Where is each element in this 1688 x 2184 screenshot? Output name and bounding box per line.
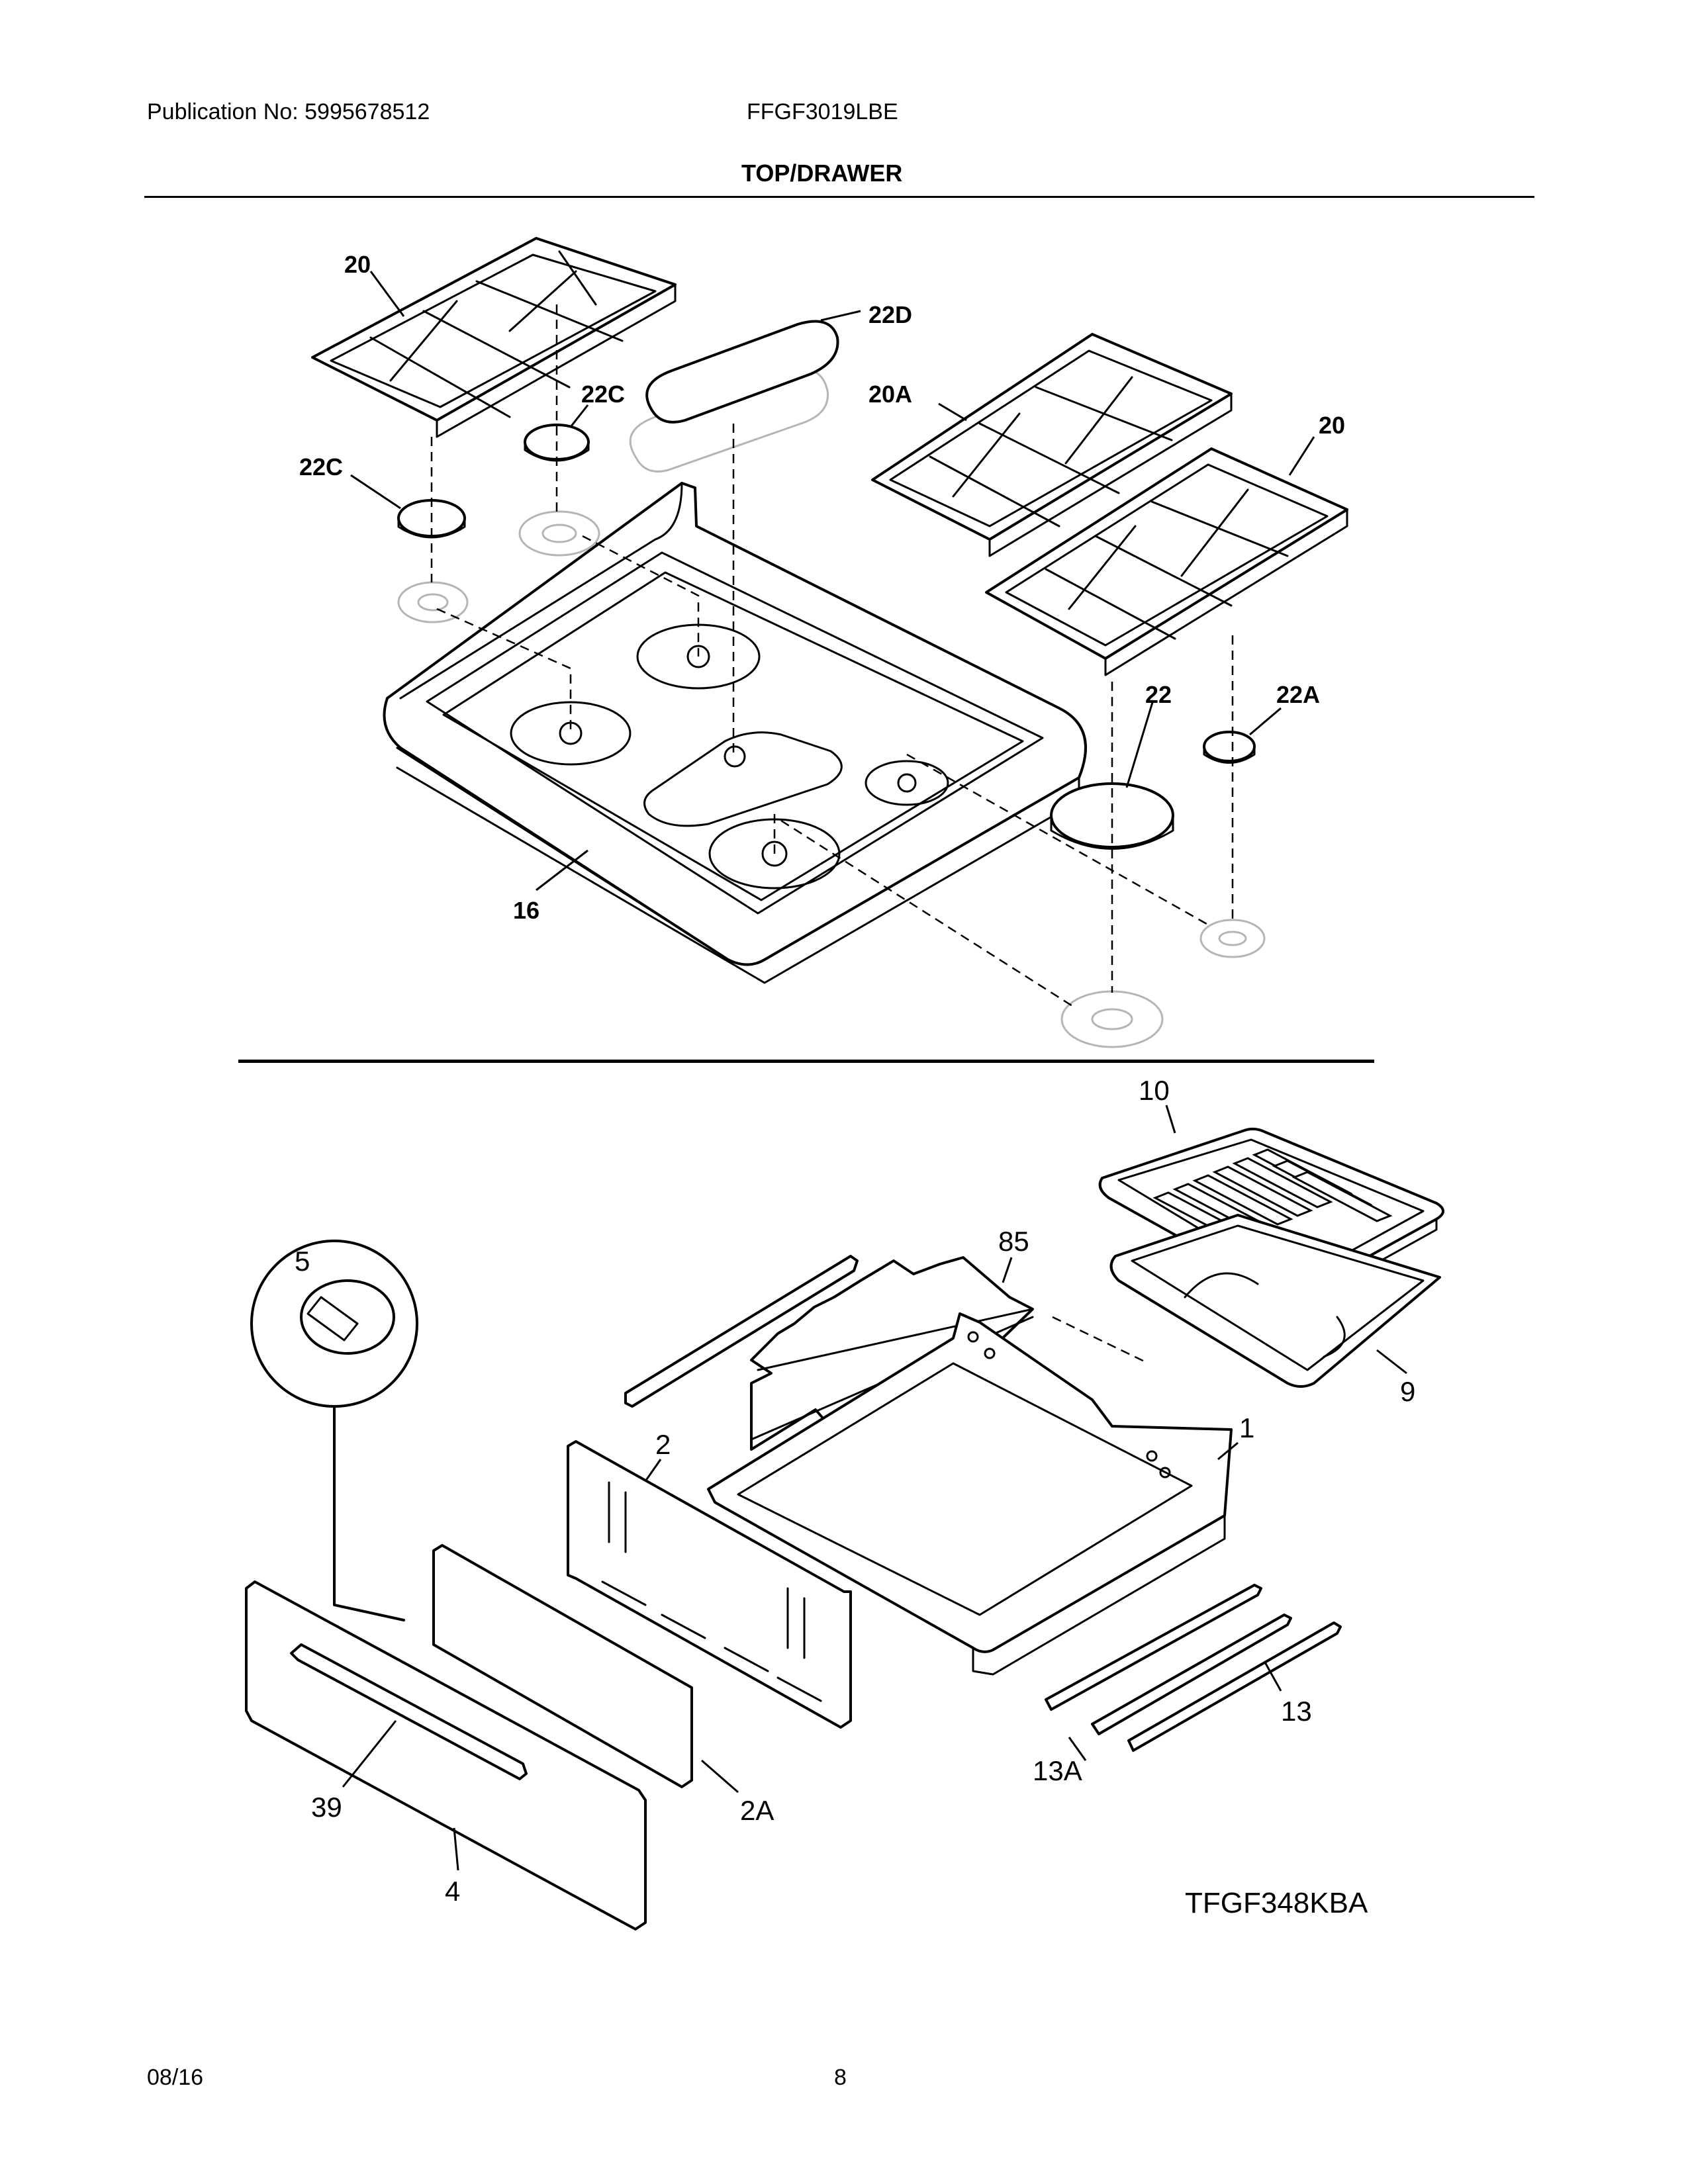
callout-cooktop: 16 <box>513 897 539 924</box>
callout-broiler-pan: 9 <box>1400 1376 1415 1407</box>
figure-code: TFGF348KBA <box>1185 1887 1368 1919</box>
grate-left-drawing <box>311 237 677 438</box>
callout-grate-left: 20 <box>344 251 371 278</box>
callout-drawer-liner: 85 <box>998 1226 1029 1257</box>
leader-lines-top <box>350 271 1315 891</box>
drawer-front-panel-drawing <box>245 1580 647 1931</box>
callout-broiler-grid: 10 <box>1139 1075 1170 1106</box>
drawer-front-inner-drawing <box>432 1544 693 1788</box>
model-number: FFGF3019LBE <box>747 99 898 124</box>
page-number: 8 <box>834 2065 847 2090</box>
rear-rail-drawing <box>624 1255 859 1408</box>
drawer-back-drawing <box>567 1440 852 1729</box>
cap-22a-drawing <box>1203 731 1256 764</box>
leader-lines-drawer <box>342 1105 1407 1871</box>
cap-22-drawing <box>1050 782 1174 850</box>
callout-grate-right-front: 20 <box>1319 412 1345 439</box>
clip-detail-drawing <box>250 1240 418 1621</box>
callout-slide-rail-left: 13A <box>1033 1755 1082 1786</box>
callout-slide-rail: 13 <box>1281 1696 1312 1727</box>
alignment-lines-bottom <box>1052 1316 1149 1365</box>
grate-right-rear-drawing <box>871 333 1233 557</box>
grate-right-front-drawing <box>985 447 1348 676</box>
callout-drawer-front-inner: 2A <box>740 1795 774 1826</box>
header-rule <box>144 196 1534 198</box>
oval-cap-ghost <box>629 367 829 473</box>
callout-drawer-body: 1 <box>1239 1412 1254 1443</box>
callout-cap-rear: 22C <box>581 381 625 408</box>
callout-cap-small: 22A <box>1276 681 1320 708</box>
drawer-body-drawing <box>707 1312 1233 1676</box>
callout-drawer-front-panel: 4 <box>445 1876 460 1907</box>
broiler-pan-drawing <box>1109 1214 1441 1388</box>
alignment-lines-top <box>430 304 1234 1007</box>
section-divider <box>238 1060 1374 1063</box>
cooktop-drawing <box>383 482 1087 984</box>
callout-grate-right-rear: 20A <box>868 381 912 408</box>
section-title: TOP/DRAWER <box>741 159 903 187</box>
oval-cap-drawing <box>645 320 839 424</box>
callout-handle: 39 <box>311 1792 342 1823</box>
callout-oval-cap: 22D <box>868 301 912 328</box>
slide-rails-drawing <box>1045 1584 1342 1752</box>
footer-date: 08/16 <box>147 2065 204 2090</box>
callout-clip-detail: 5 <box>295 1246 310 1277</box>
callout-cap-front: 22C <box>299 453 343 480</box>
publication-number: Publication No: 5995678512 <box>147 99 430 124</box>
callout-drawer-back: 2 <box>655 1429 671 1460</box>
callout-cap-large: 22 <box>1145 681 1172 708</box>
